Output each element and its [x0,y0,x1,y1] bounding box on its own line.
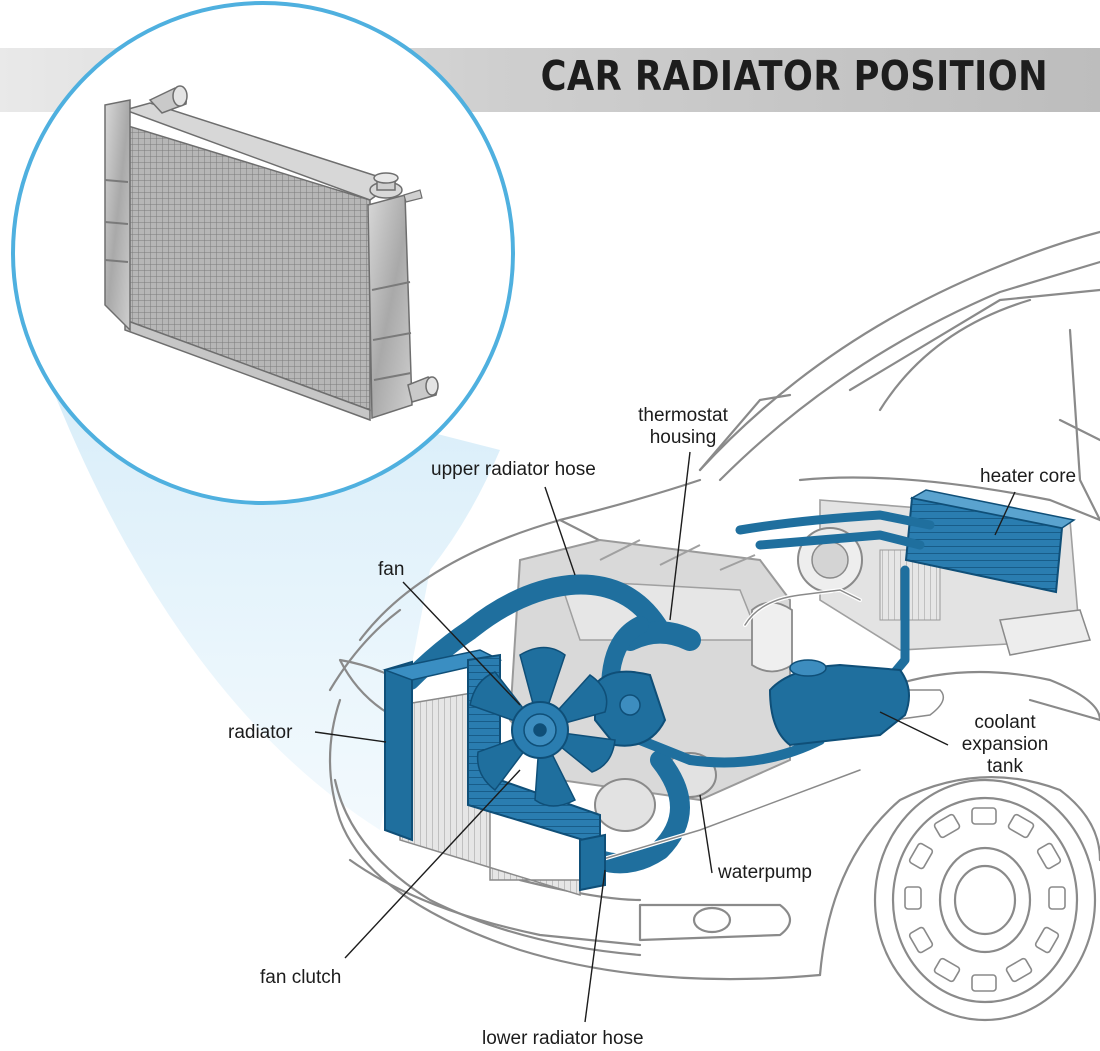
label-coolant-expansion-tank: coolant expansion tank [961,712,1049,777]
wheel-vents [904,807,1066,992]
label-fan: fan [378,559,405,580]
label-radiator: radiator [228,722,293,743]
label-upper-radiator-hose: upper radiator hose [431,459,596,480]
heater-core-part [904,489,1076,594]
label-thermostat-housing: thermostat housing [638,405,728,448]
radiator-part [382,649,606,897]
label-lower-radiator-hose: lower radiator hose [482,1028,644,1049]
page-title: CAR RADIATOR POSITION [540,52,1048,100]
radiator-closeup [104,85,439,422]
front-wheel [873,778,1097,1022]
fan-part [469,646,616,807]
label-heater-core: heater core [980,466,1077,487]
leader-lines [314,451,1016,1023]
label-fan-clutch: fan clutch [260,967,342,988]
waterpump-part [594,670,667,747]
label-waterpump: waterpump [718,862,812,883]
coolant-expansion-tank-part [768,659,910,747]
car-body-outline [328,230,1100,981]
